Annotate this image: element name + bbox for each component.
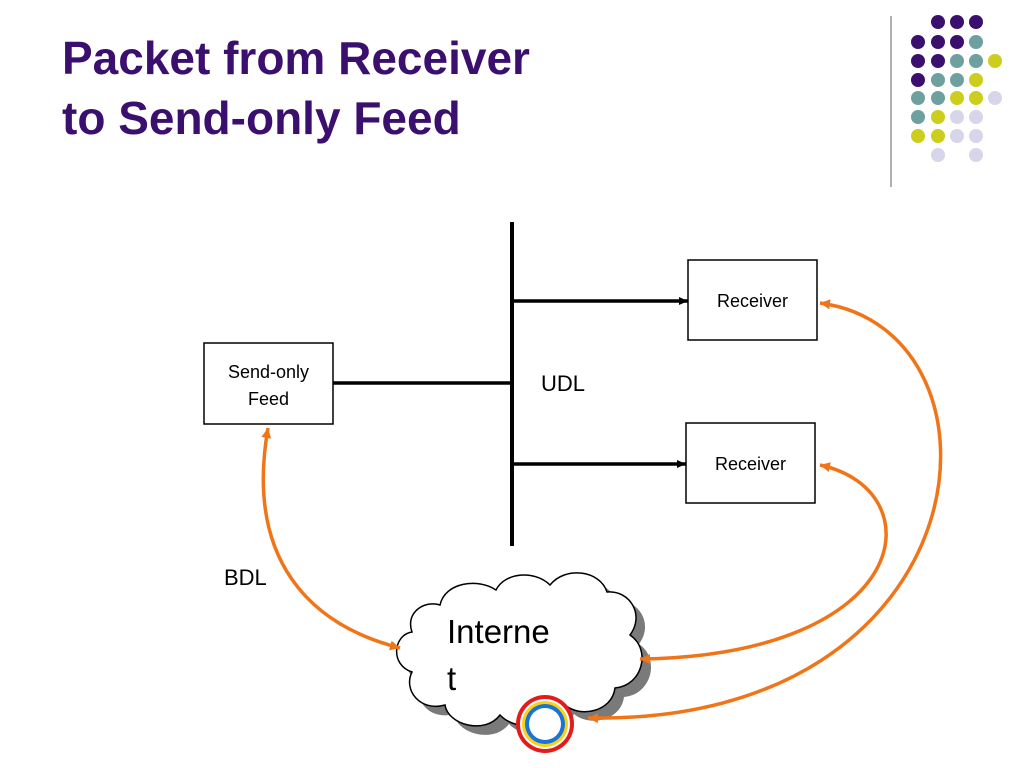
slide-title: Packet from Receiver to Send-only Feed (62, 28, 762, 148)
decorative-dot (931, 148, 945, 162)
decorative-dot (911, 54, 925, 68)
send-only-feed-box (203, 342, 334, 425)
decorative-dot (950, 110, 964, 124)
internet-label-line-1: Interne (447, 613, 550, 650)
decorative-dot (911, 73, 925, 87)
decorative-dot (931, 129, 945, 143)
decorative-dot (950, 91, 964, 105)
dot-grid-dots (911, 15, 1002, 162)
decorative-dot (950, 129, 964, 143)
decorative-dot (931, 54, 945, 68)
bdl-label: BDL (224, 565, 267, 590)
decorative-dot (969, 54, 983, 68)
decorative-dot (988, 91, 1002, 105)
decorative-dot-grid (890, 15, 1002, 187)
decorative-dot (950, 35, 964, 49)
receiver-bottom-node: Receiver (685, 422, 816, 504)
receiver-top-node: Receiver (687, 259, 818, 341)
decorative-dot (969, 148, 983, 162)
decorative-dot (969, 129, 983, 143)
decorative-dot (931, 91, 945, 105)
decorative-dot (950, 73, 964, 87)
decorative-dot (969, 110, 983, 124)
decorative-dot (911, 129, 925, 143)
decorative-dot (911, 35, 925, 49)
bdl-arrow-feed-to-internet (261, 427, 401, 651)
decorative-dot (969, 35, 983, 49)
decorative-dot (969, 15, 983, 29)
decorative-dot (931, 15, 945, 29)
slide-title-line-2: to Send-only Feed (62, 92, 461, 144)
decorative-dot (931, 73, 945, 87)
decorative-dot (911, 91, 925, 105)
gateway-ring-icon (516, 695, 574, 753)
return-arrow-receiver-top-to-internet (587, 299, 943, 724)
send-only-feed-label-line-1: Send-only (228, 362, 309, 382)
decorative-dot (911, 110, 925, 124)
receiver-top-label: Receiver (717, 291, 788, 311)
send-only-feed-node: Send-only Feed (203, 342, 334, 425)
decorative-dot (931, 35, 945, 49)
decorative-dot (988, 54, 1002, 68)
decorative-dot (969, 91, 983, 105)
decorative-dot (950, 15, 964, 29)
slide-title-line-1: Packet from Receiver (62, 32, 530, 84)
udl-label: UDL (541, 371, 585, 396)
decorative-dot (931, 110, 945, 124)
decorative-dot (969, 73, 983, 87)
receiver-bottom-label: Receiver (715, 454, 786, 474)
decorative-dot (950, 54, 964, 68)
send-only-feed-label-line-2: Feed (248, 389, 289, 409)
internet-label-line-2: t (447, 660, 456, 697)
